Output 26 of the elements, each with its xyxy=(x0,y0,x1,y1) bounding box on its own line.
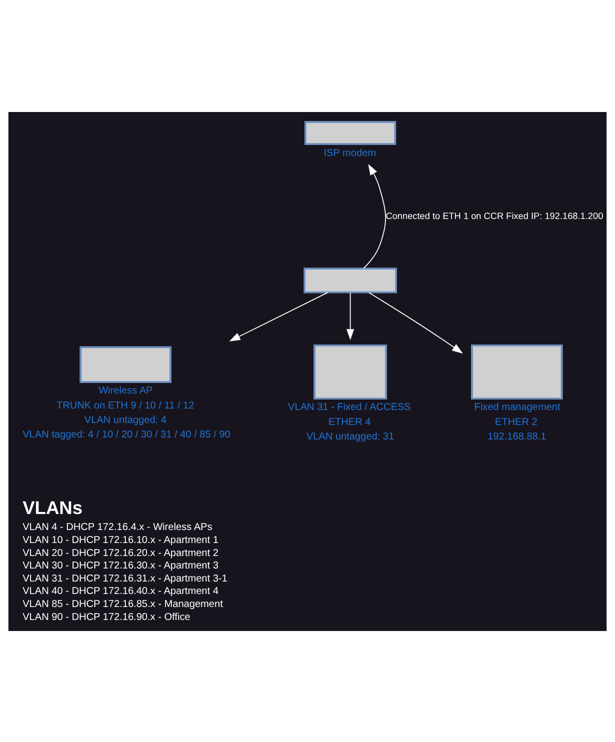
node-label: VLAN untagged: 31 xyxy=(306,431,394,442)
label: VLAN 4 - DHCP 172.16.4.x - Wireless APs xyxy=(22,522,212,533)
node-label: ETHER 2 xyxy=(494,416,538,428)
edge-label: Connected to ETH 1 on CCR Fixed IP: 192.168.1.200 xyxy=(386,210,604,221)
arrow xyxy=(229,292,328,341)
node-label: TRUNK on ETH 9 / 10 / 11 / 12 xyxy=(56,400,194,411)
node-box xyxy=(304,267,397,293)
arrow xyxy=(363,164,386,268)
label: VLAN 20 - DHCP 172.16.20.x - Apartment 2 xyxy=(22,547,218,558)
node-label: ETHER 4 xyxy=(328,416,371,428)
node-label: VLAN tagged: 4 / 10 / 20 / 30 / 31 / 40 / 85 / 90 xyxy=(22,429,230,440)
label: VLAN 10 - DHCP 172.16.10.x - Apartment 1 xyxy=(22,534,218,546)
node-label: VLAN 31 - Fixed / ACCESS xyxy=(288,402,411,413)
node-label: VLAN untagged: 4 xyxy=(84,414,167,426)
node-label: Wireless AP xyxy=(98,385,153,396)
arrow xyxy=(368,292,463,354)
label: VLAN 90 - DHCP 172.16.90.x - Office xyxy=(22,611,190,622)
label: VLANs xyxy=(22,496,83,518)
label: VLAN 85 - DHCP 172.16.85.x - Management xyxy=(22,598,223,610)
label: VLAN 30 - DHCP 172.16.30.x - Apartment 3 xyxy=(22,560,218,572)
node-label: ISP modem xyxy=(324,147,376,158)
arrow xyxy=(346,292,354,340)
label: VLAN 40 - DHCP 172.16.40.x - Apartment 4 xyxy=(22,586,218,597)
label: VLAN 31 - DHCP 172.16.31.x - Apartment 3-1 xyxy=(22,572,228,584)
node-label: Fixed management xyxy=(474,402,560,413)
node-label: 192.168.88.1 xyxy=(488,431,546,442)
